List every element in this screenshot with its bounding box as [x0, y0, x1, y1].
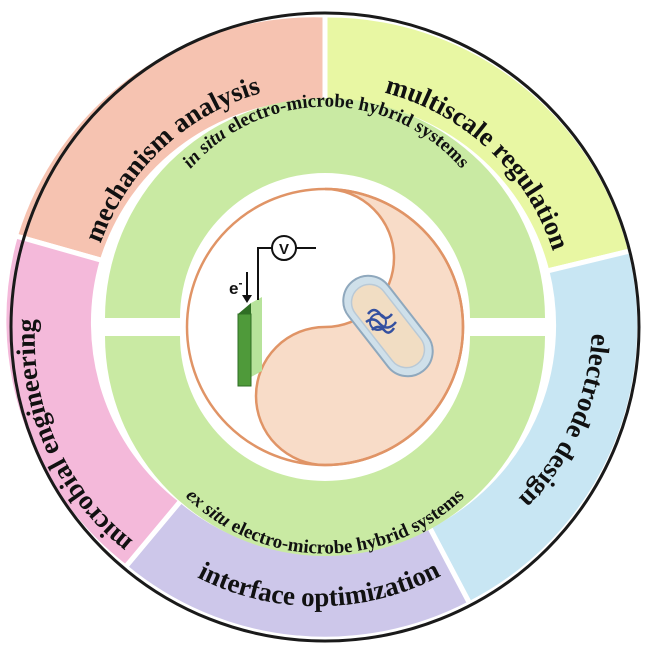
electron-label: e-: [229, 276, 242, 298]
electrode-plate: [237, 297, 262, 387]
outer-ring: [1, 11, 643, 643]
cell-cytoplasm: [350, 283, 426, 369]
core-outline: [185, 187, 465, 467]
voltmeter-label: V: [279, 241, 289, 258]
outer-border: [9, 11, 641, 643]
dna-icon: [365, 308, 397, 334]
circuit: V: [257, 235, 316, 300]
inner-ring-top: [105, 98, 545, 318]
inner-ring-bottom: [105, 336, 545, 556]
electron-flow: e-: [229, 272, 252, 303]
microbe-cell: [342, 274, 434, 378]
segment-microbial-engineering: [1, 232, 185, 571]
wire-left: [257, 247, 272, 300]
electron-arrow-head: [242, 295, 252, 303]
